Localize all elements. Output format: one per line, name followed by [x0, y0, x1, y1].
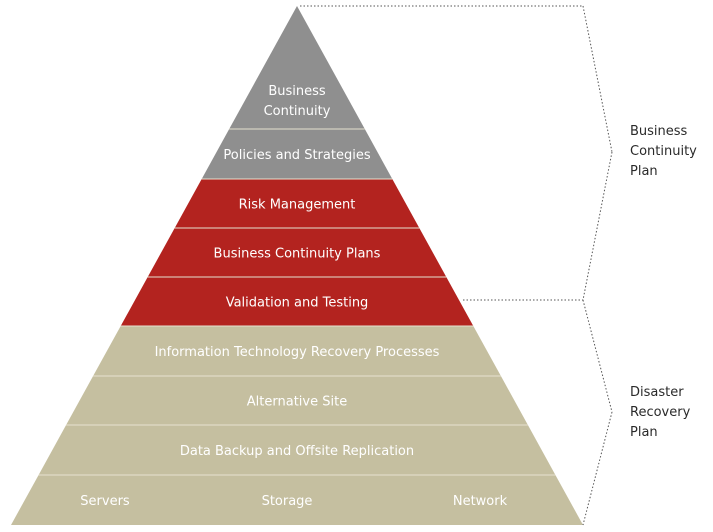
pyramid-layer-2 [201, 129, 393, 179]
drp-label-line: Recovery [630, 405, 691, 420]
pyramid-layer-7 [66, 376, 528, 425]
pyramid-layer-9 [11, 475, 583, 525]
pyramid-layer-label: Continuity [264, 104, 331, 119]
bcp-bracket-upper [582, 5, 613, 153]
pyramid-layer-8 [38, 425, 556, 475]
plan-brackets [300, 5, 613, 526]
pyramid-layer-3 [174, 179, 420, 228]
pyramid-layer-4 [147, 228, 447, 277]
pyramid-layer-label: Network [453, 494, 508, 509]
pyramid-layer-5 [120, 277, 474, 326]
pyramid-layer-label: Business Continuity Plans [214, 247, 381, 262]
pyramid-layer-label: Storage [262, 494, 313, 509]
pyramid-layer-1 [229, 6, 365, 129]
pyramid-layer-label: Policies and Strategies [223, 148, 370, 163]
drp-bracket-lower [582, 411, 613, 526]
drp-bracket-upper [582, 299, 613, 413]
bcp-bracket-lower [582, 151, 613, 301]
pyramid-layer-label: Information Technology Recovery Processe… [155, 345, 440, 360]
pyramid-layer-label: Risk Management [239, 198, 356, 213]
bcp-label-line: Continuity [630, 144, 697, 159]
pyramid-layer-6 [93, 326, 501, 376]
pyramid-layer-label: Validation and Testing [226, 296, 369, 311]
bcp-label-line: Plan [630, 164, 658, 179]
bcp-label-line: Business [630, 124, 688, 139]
pyramid-layer-label: Alternative Site [247, 395, 347, 410]
business-continuity-plan-label: Business Continuity Plan [630, 122, 697, 182]
disaster-recovery-plan-label: Disaster Recovery Plan [630, 383, 690, 443]
pyramid-layer-label: Business [268, 84, 326, 99]
drp-label-line: Disaster [630, 385, 684, 400]
drp-label-line: Plan [630, 425, 658, 440]
pyramid-layer-label: Data Backup and Offsite Replication [180, 444, 414, 459]
pyramid-layer-label: Servers [80, 494, 130, 509]
